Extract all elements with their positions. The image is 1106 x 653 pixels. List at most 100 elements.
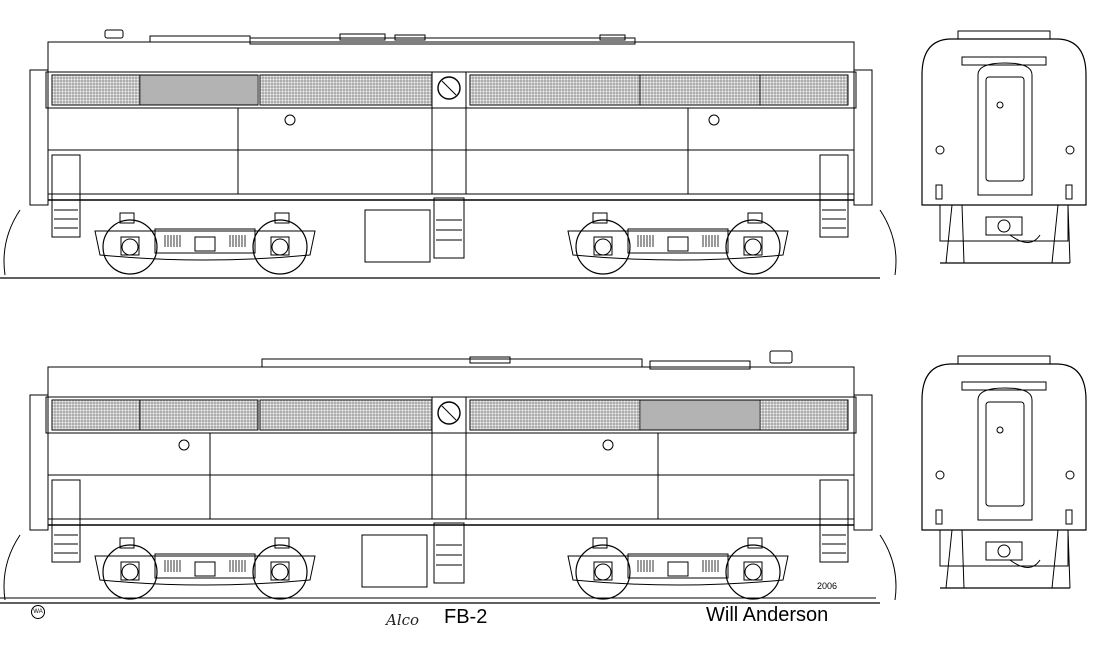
year-label: 2006 xyxy=(817,581,838,591)
pilot-leg xyxy=(1051,529,1059,589)
marker-light-icon xyxy=(1065,145,1075,155)
side-view-lower xyxy=(0,350,897,604)
roof-cap xyxy=(957,355,1051,365)
end-sill xyxy=(939,204,1069,242)
pilot-leg xyxy=(961,204,965,264)
latch-icon xyxy=(708,114,720,126)
porthole-frame xyxy=(441,80,457,96)
roof-vent xyxy=(469,356,511,364)
roof-hatch xyxy=(261,358,643,368)
fuel-tank xyxy=(364,209,431,263)
end-post xyxy=(853,394,873,531)
air-hose xyxy=(879,209,897,276)
wheel xyxy=(575,544,631,600)
center-step xyxy=(433,522,465,584)
brake-cylinder xyxy=(119,212,135,224)
center-door xyxy=(431,396,467,520)
truck-frame xyxy=(94,230,316,261)
axle-box xyxy=(271,238,289,256)
end-view-upper xyxy=(921,30,1087,264)
coupler-knuckle xyxy=(997,544,1011,558)
roof-hatch xyxy=(649,360,751,370)
grille-panel xyxy=(469,74,641,106)
bolster xyxy=(627,228,729,254)
coupler-knuckle xyxy=(997,219,1011,233)
truck-frame xyxy=(94,555,316,586)
brake-cylinder xyxy=(274,537,290,549)
grille-panel xyxy=(139,399,259,431)
wheel xyxy=(575,219,631,275)
center-plate xyxy=(194,236,216,252)
grille-panel xyxy=(639,74,761,106)
journal-box xyxy=(743,561,763,581)
brake-cylinder xyxy=(119,537,135,549)
end-door xyxy=(977,62,1033,196)
end-canopy xyxy=(961,56,1047,66)
wheel xyxy=(725,544,781,600)
brake-cylinder xyxy=(747,537,763,549)
latch-icon xyxy=(602,439,614,451)
roof-vent xyxy=(394,34,426,41)
grille-panel xyxy=(259,74,433,106)
wheel xyxy=(725,219,781,275)
step-well xyxy=(51,154,81,238)
journal-box xyxy=(270,236,290,256)
step-well xyxy=(819,479,849,563)
wheel xyxy=(252,219,308,275)
air-hose xyxy=(3,209,21,276)
latch-icon xyxy=(178,439,190,451)
air-hose xyxy=(1009,559,1041,568)
journal-box xyxy=(120,236,140,256)
journal-box xyxy=(120,561,140,581)
porthole-frame xyxy=(441,405,457,421)
door-handle-icon xyxy=(996,426,1004,434)
wheel xyxy=(252,544,308,600)
bolster xyxy=(154,228,256,254)
author-label: Will Anderson xyxy=(706,604,829,626)
truck-front xyxy=(94,537,316,600)
end-body xyxy=(921,38,1087,206)
axle-box xyxy=(121,563,139,581)
pilot-leg xyxy=(1051,204,1059,264)
axle-box xyxy=(594,238,612,256)
coupler xyxy=(985,216,1023,236)
brake-cylinder xyxy=(592,212,608,224)
side-view-upper xyxy=(0,29,897,279)
roof-cap xyxy=(957,30,1051,40)
axle-box xyxy=(594,563,612,581)
journal-box xyxy=(743,236,763,256)
marker-light-icon xyxy=(935,470,945,480)
grab-iron xyxy=(1065,184,1073,200)
door-handle-icon xyxy=(996,101,1004,109)
air-hose xyxy=(1009,234,1041,243)
end-body xyxy=(921,363,1087,531)
grille-panel xyxy=(469,399,641,431)
horn-base xyxy=(104,29,124,39)
truck-rear xyxy=(567,212,789,275)
end-view-lower xyxy=(921,355,1087,589)
bolster xyxy=(627,553,729,579)
door-window xyxy=(985,76,1025,182)
center-door xyxy=(431,71,467,195)
end-sill xyxy=(939,529,1069,567)
carbody xyxy=(47,107,855,195)
horn-base xyxy=(769,350,793,364)
porthole xyxy=(437,76,461,100)
roof-hatch xyxy=(249,37,636,45)
center-plate xyxy=(194,561,216,577)
model-label: FB-2 xyxy=(444,606,488,628)
step-well xyxy=(51,479,81,563)
air-hose xyxy=(3,534,21,601)
roof-vent xyxy=(339,33,386,41)
center-step xyxy=(433,197,465,259)
brake-cylinder xyxy=(274,212,290,224)
axle-box xyxy=(744,563,762,581)
pilot-leg xyxy=(1067,204,1071,264)
pilot-leg xyxy=(1067,529,1071,589)
end-post xyxy=(29,394,49,531)
wheel xyxy=(102,219,158,275)
roof-vent xyxy=(599,34,626,41)
grab-iron xyxy=(935,184,943,200)
end-door xyxy=(977,387,1033,521)
end-post xyxy=(29,69,49,206)
